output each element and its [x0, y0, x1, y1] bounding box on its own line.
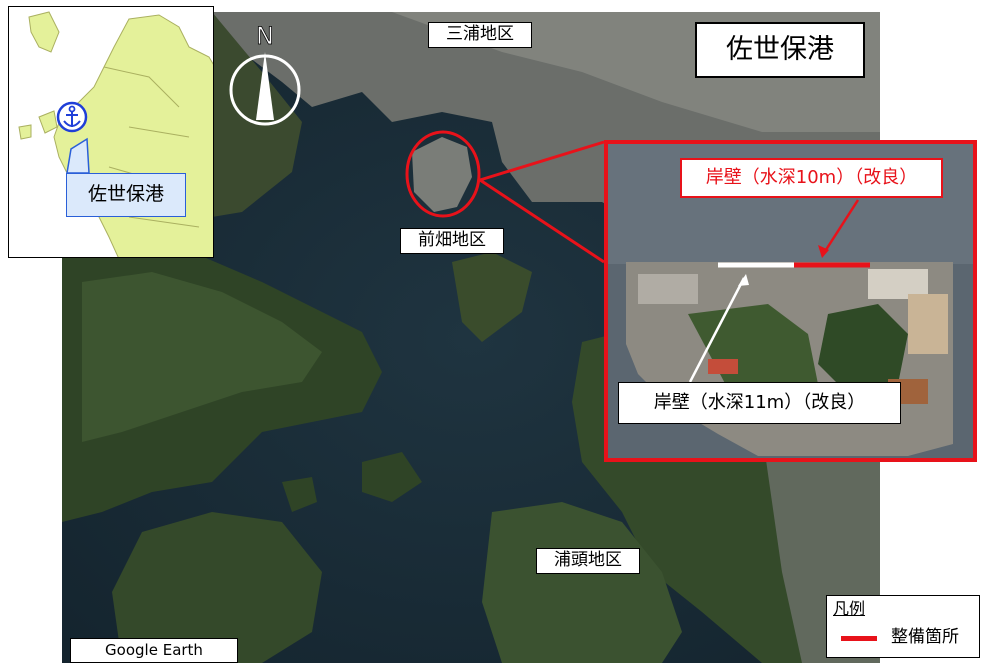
berth-11m-arrow — [688, 277, 746, 383]
legend-title: 凡例 — [833, 599, 866, 618]
compass: N — [229, 22, 301, 126]
maehata-highlight-circle — [405, 130, 481, 218]
uragashira-district-label: 浦頭地区 — [536, 548, 640, 574]
berth-10m-label: 岸壁（水深10m）（改良） — [680, 158, 943, 198]
kyushu-outline — [18, 11, 213, 257]
google-earth-credit: Google Earth — [70, 638, 238, 663]
connector-line-bottom — [479, 178, 605, 264]
north-label: N — [256, 22, 274, 50]
miura-district-label: 三浦地区 — [428, 22, 532, 48]
inset-port-label: 佐世保港 — [66, 173, 186, 217]
inset-location-map: 佐世保港 — [8, 6, 214, 258]
berth-11m-label: 岸壁（水深11m）（改良） — [618, 382, 901, 424]
berth-10m-arrow — [820, 199, 860, 257]
detail-panel: 岸壁（水深10m）（改良） 岸壁（水深11m）（改良） — [604, 140, 977, 462]
legend: 凡例 整備箇所 — [826, 595, 980, 658]
legend-item-label: 整備箇所 — [891, 627, 959, 647]
legend-swatch-red-line — [841, 636, 877, 641]
anchor-icon — [56, 101, 88, 133]
north-arrow-icon — [256, 52, 274, 120]
map-title: 佐世保港 — [695, 22, 865, 78]
maehata-district-label: 前畑地区 — [400, 228, 504, 254]
connector-line-top — [479, 140, 605, 182]
